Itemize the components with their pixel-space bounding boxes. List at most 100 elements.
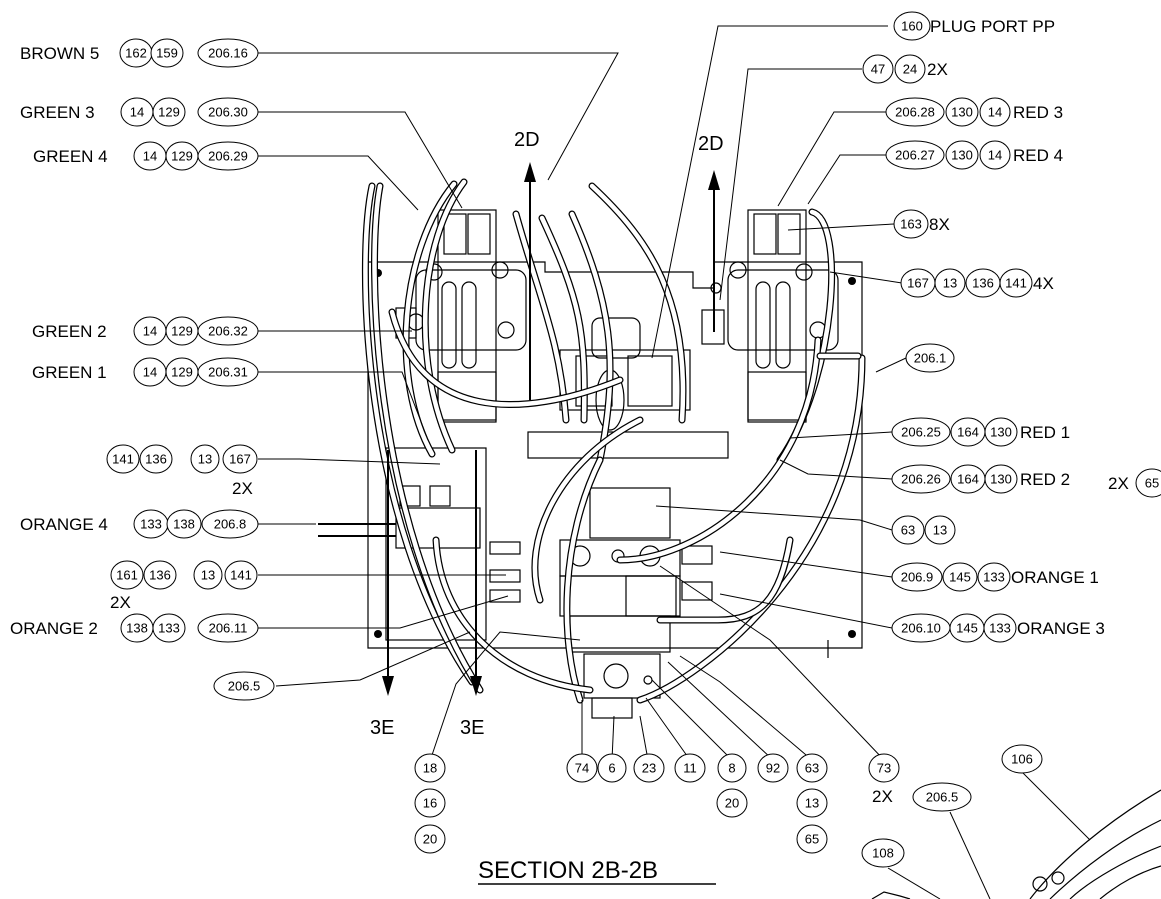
svg-text:13: 13 [201, 568, 215, 583]
svg-text:14: 14 [988, 148, 1002, 163]
callout-green1: GREEN 1 14 129 206.31 [32, 357, 259, 387]
svg-text:145: 145 [949, 570, 971, 585]
section-2d-right: 2D [698, 133, 724, 332]
svg-text:206.29: 206.29 [208, 149, 248, 164]
callout-orange4: ORANGE 4 133 138 206.8 [20, 509, 259, 539]
callout-163-8x: 163 8X [893, 209, 950, 239]
svg-text:2X: 2X [232, 479, 253, 498]
svg-text:8: 8 [728, 761, 735, 776]
hoses [361, 178, 866, 704]
svg-text:206.1: 206.1 [914, 351, 947, 366]
svg-text:2X: 2X [872, 787, 893, 806]
svg-text:163: 163 [900, 217, 922, 232]
svg-text:14: 14 [130, 105, 144, 120]
stack-6: 6 [597, 753, 627, 783]
svg-text:20: 20 [725, 796, 739, 811]
svg-text:14: 14 [143, 365, 157, 380]
callout-206-5-left: 206.5 [213, 671, 275, 701]
svg-text:136: 136 [149, 568, 171, 583]
svg-text:47: 47 [871, 62, 885, 77]
partial-detail-lower-right [871, 789, 1161, 899]
svg-text:16: 16 [423, 796, 437, 811]
svg-text:167: 167 [229, 452, 251, 467]
svg-text:3E: 3E [460, 717, 484, 739]
svg-text:65: 65 [1145, 476, 1159, 491]
svg-text:206.8: 206.8 [214, 517, 247, 532]
svg-text:ORANGE 4: ORANGE 4 [20, 515, 108, 534]
svg-text:SECTION 2B-2B: SECTION 2B-2B [478, 857, 658, 884]
left-valve-bank [395, 209, 527, 423]
svg-text:92: 92 [766, 761, 780, 776]
svg-text:23: 23 [642, 761, 656, 776]
svg-text:14: 14 [988, 105, 1002, 120]
svg-text:GREEN 3: GREEN 3 [20, 103, 95, 122]
callout-red4: 206.27 130 14 RED 4 [885, 140, 1063, 170]
stack-73: 73 2X [868, 753, 900, 806]
callout-orange1: 206.9 145 133 ORANGE 1 [891, 562, 1099, 592]
section-3e-right: 3E [460, 450, 484, 739]
svg-text:BROWN 5: BROWN 5 [20, 44, 99, 63]
left-manifold-block [318, 447, 521, 641]
callout-brown5: BROWN 5 162 159 206.16 [20, 38, 259, 68]
svg-text:141: 141 [112, 452, 134, 467]
callout-orange3: 206.10 145 133 ORANGE 3 [891, 613, 1105, 643]
section-2d-left: 2D [514, 129, 540, 400]
stack-63-13-65: 63 13 65 [796, 753, 828, 854]
center-manifold [527, 317, 729, 459]
svg-text:13: 13 [933, 523, 947, 538]
svg-text:162: 162 [125, 46, 147, 61]
svg-text:130: 130 [951, 105, 973, 120]
svg-text:161: 161 [116, 568, 138, 583]
svg-text:8X: 8X [929, 215, 950, 234]
svg-text:164: 164 [957, 425, 979, 440]
balloon-106: 106 [1001, 744, 1043, 774]
balloon-206-5-bottom: 206.5 [912, 782, 972, 812]
stack-74: 74 [566, 753, 598, 783]
svg-text:206.5: 206.5 [926, 790, 959, 805]
svg-text:206.30: 206.30 [208, 105, 248, 120]
callout-plug-port: 160 PLUG PORT PP [893, 11, 1055, 41]
leader-lines [258, 25, 1091, 899]
svg-text:14: 14 [143, 149, 157, 164]
svg-text:129: 129 [171, 365, 193, 380]
svg-text:RED 4: RED 4 [1013, 146, 1063, 165]
svg-text:RED 2: RED 2 [1020, 470, 1070, 489]
svg-text:129: 129 [171, 324, 193, 339]
svg-text:74: 74 [575, 761, 589, 776]
callout-green2: GREEN 2 14 129 206.32 [32, 316, 259, 346]
svg-text:159: 159 [156, 46, 178, 61]
svg-text:206.25: 206.25 [901, 425, 941, 440]
svg-text:73: 73 [877, 761, 891, 776]
svg-text:206.10: 206.10 [901, 621, 941, 636]
svg-text:206.26: 206.26 [901, 472, 941, 487]
svg-text:13: 13 [198, 452, 212, 467]
callout-red3: 206.28 130 14 RED 3 [885, 97, 1063, 127]
svg-text:2D: 2D [698, 133, 724, 155]
svg-text:GREEN 2: GREEN 2 [32, 322, 107, 341]
svg-text:129: 129 [171, 149, 193, 164]
svg-text:GREEN 1: GREEN 1 [32, 363, 107, 382]
stack-92: 92 [757, 753, 789, 783]
callout-161-2x: 161 136 13 141 2X [110, 560, 258, 612]
svg-text:RED 3: RED 3 [1013, 103, 1063, 122]
svg-text:133: 133 [983, 570, 1005, 585]
svg-text:4X: 4X [1033, 274, 1054, 293]
lower-valve-stack [559, 487, 713, 719]
svg-text:3E: 3E [370, 717, 394, 739]
svg-text:133: 133 [989, 621, 1011, 636]
svg-text:11: 11 [683, 761, 697, 776]
svg-text:RED 1: RED 1 [1020, 423, 1070, 442]
callout-167-4x: 167 13 136 141 4X [900, 268, 1054, 298]
callout-141-2x: 141 136 13 167 2X [106, 444, 258, 498]
svg-text:164: 164 [957, 472, 979, 487]
svg-text:20: 20 [423, 832, 437, 847]
callout-63-13: 63 13 [891, 515, 956, 545]
svg-text:108: 108 [872, 846, 894, 861]
svg-text:65: 65 [805, 832, 819, 847]
svg-text:206.9: 206.9 [901, 570, 934, 585]
svg-text:6: 6 [608, 761, 615, 776]
svg-text:130: 130 [990, 472, 1012, 487]
svg-text:ORANGE 2: ORANGE 2 [10, 619, 98, 638]
svg-text:206.32: 206.32 [208, 324, 248, 339]
svg-text:2X: 2X [110, 593, 131, 612]
